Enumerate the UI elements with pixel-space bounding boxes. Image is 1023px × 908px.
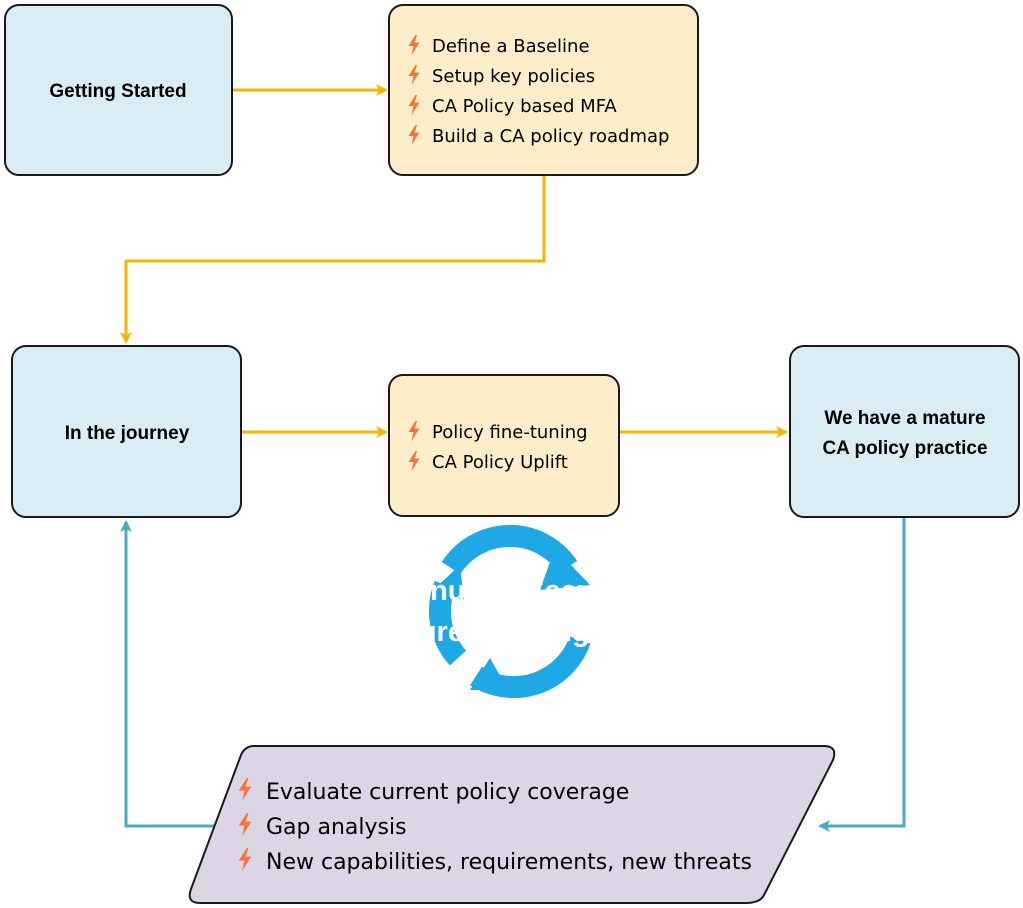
journey-box: In the journey <box>11 345 242 518</box>
baseline-box: Define a Baseline Setup key policies CA … <box>388 4 699 176</box>
cycle-label-line2: Posture Uplifting <box>356 616 590 648</box>
tuning-box: Policy fine-tuning CA Policy Uplift <box>388 374 620 517</box>
evaluate-box: Evaluate current policy coverage Gap ana… <box>188 745 836 904</box>
arrow-baseline-to-journey <box>120 174 546 344</box>
arrow-evaluate-to-journey <box>120 520 215 828</box>
getting-started-title: Getting Started <box>49 81 186 102</box>
mature-title-line2: CA policy practice <box>822 438 987 459</box>
refresh-cycle-icon <box>428 524 591 699</box>
evaluate-item: Evaluate current policy coverage <box>266 780 629 805</box>
tuning-item: Policy fine-tuning <box>432 422 588 443</box>
evaluate-item: New capabilities, requirements, new thre… <box>266 850 752 875</box>
baseline-item: Build a CA policy roadmap <box>432 126 669 147</box>
cycle-label-line1: Continuous Security <box>356 575 640 607</box>
baseline-item: CA Policy based MFA <box>432 96 617 117</box>
baseline-item: Setup key policies <box>432 66 595 87</box>
getting-started-box: Getting Started <box>4 4 233 176</box>
journey-title: In the journey <box>65 423 190 444</box>
tuning-item: CA Policy Uplift <box>432 452 568 473</box>
evaluate-item: Gap analysis <box>266 815 407 840</box>
mature-title-line1: We have a mature <box>824 408 985 429</box>
mature-practice-box: We have a mature CA policy practice <box>789 345 1020 518</box>
arrow-mature-to-evaluate <box>818 517 906 832</box>
baseline-item: Define a Baseline <box>432 36 590 57</box>
